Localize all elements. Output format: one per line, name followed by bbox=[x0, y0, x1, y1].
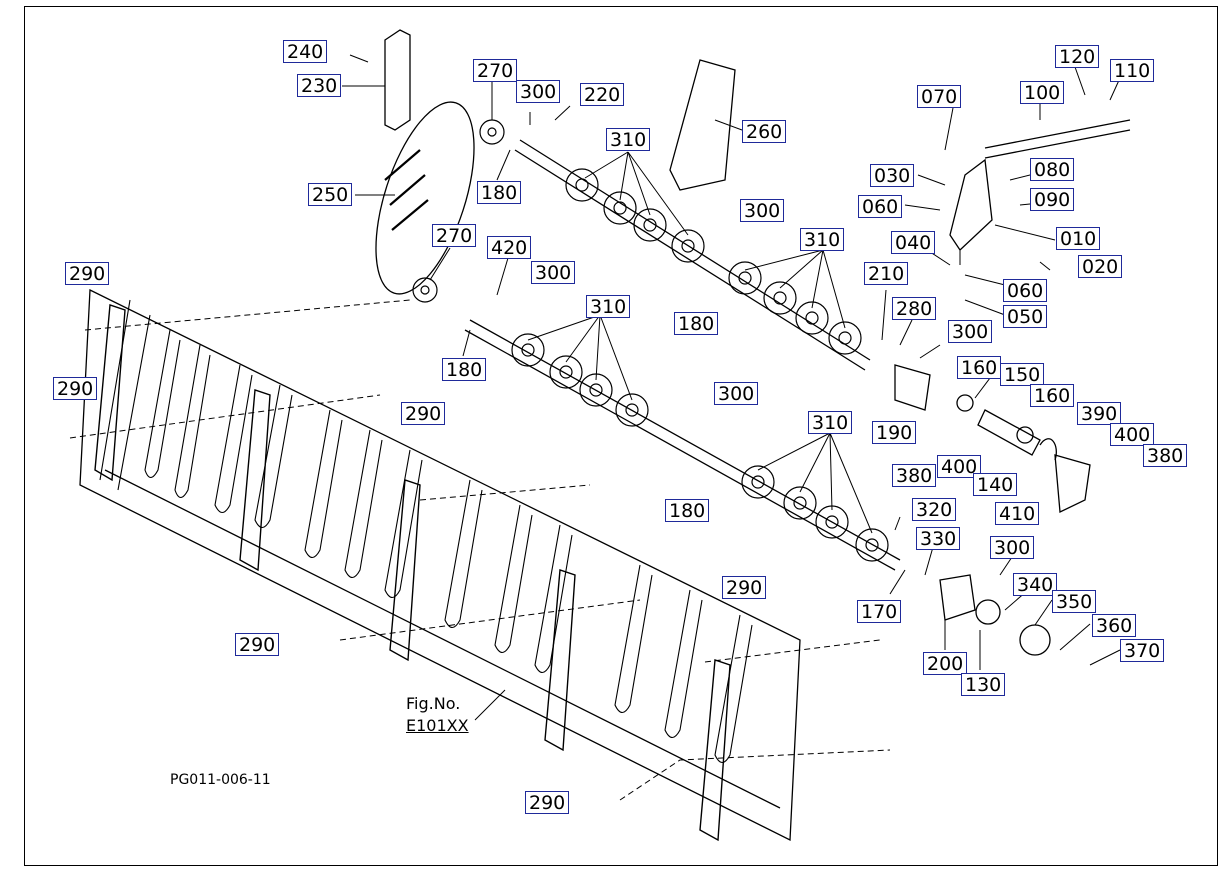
callout-200[interactable]: 200 bbox=[923, 652, 968, 675]
callout-330[interactable]: 330 bbox=[916, 527, 961, 550]
callout-180[interactable]: 180 bbox=[665, 499, 710, 522]
callout-150[interactable]: 150 bbox=[1000, 363, 1045, 386]
callout-020[interactable]: 020 bbox=[1078, 255, 1123, 278]
callout-070[interactable]: 070 bbox=[917, 85, 962, 108]
callout-380[interactable]: 380 bbox=[892, 464, 937, 487]
callout-290[interactable]: 290 bbox=[53, 377, 98, 400]
callout-130[interactable]: 130 bbox=[961, 673, 1006, 696]
callout-040[interactable]: 040 bbox=[891, 231, 936, 254]
spring-390 bbox=[1039, 438, 1057, 461]
callout-310[interactable]: 310 bbox=[586, 295, 631, 318]
callout-340[interactable]: 340 bbox=[1013, 573, 1058, 596]
callout-240[interactable]: 240 bbox=[283, 40, 328, 63]
callout-280[interactable]: 280 bbox=[892, 297, 937, 320]
callout-290[interactable]: 290 bbox=[722, 576, 767, 599]
callout-140[interactable]: 140 bbox=[973, 473, 1018, 496]
chain-loop bbox=[375, 101, 475, 295]
callout-310[interactable]: 310 bbox=[800, 228, 845, 251]
callout-300[interactable]: 300 bbox=[948, 320, 993, 343]
callout-260[interactable]: 260 bbox=[742, 120, 787, 143]
lower-shaft bbox=[464, 319, 901, 571]
bracket-230 bbox=[384, 29, 411, 131]
callout-410[interactable]: 410 bbox=[995, 502, 1040, 525]
arm-010 bbox=[949, 158, 993, 251]
callout-290[interactable]: 290 bbox=[525, 791, 570, 814]
callout-180[interactable]: 180 bbox=[442, 358, 487, 381]
callout-290[interactable]: 290 bbox=[235, 633, 280, 656]
callout-110[interactable]: 110 bbox=[1110, 59, 1155, 82]
callout-360[interactable]: 360 bbox=[1092, 614, 1137, 637]
callout-290[interactable]: 290 bbox=[401, 402, 446, 425]
guide-plate-outline bbox=[79, 288, 801, 842]
plate-200 bbox=[939, 574, 976, 621]
callout-300[interactable]: 300 bbox=[740, 199, 785, 222]
callout-300[interactable]: 300 bbox=[531, 261, 576, 284]
callout-180[interactable]: 180 bbox=[674, 312, 719, 335]
lever-100 bbox=[984, 119, 1131, 159]
figure-number-label: Fig.No. bbox=[406, 694, 461, 713]
callout-230[interactable]: 230 bbox=[297, 74, 342, 97]
callout-120[interactable]: 120 bbox=[1055, 45, 1100, 68]
callout-290[interactable]: 290 bbox=[65, 262, 110, 285]
gear-350 bbox=[1019, 624, 1051, 656]
callout-420[interactable]: 420 bbox=[487, 236, 532, 259]
callout-390[interactable]: 390 bbox=[1077, 402, 1122, 425]
callout-030[interactable]: 030 bbox=[870, 164, 915, 187]
tube-140 bbox=[977, 409, 1041, 456]
callout-300[interactable]: 300 bbox=[516, 80, 561, 103]
callout-100[interactable]: 100 bbox=[1020, 81, 1065, 104]
callout-220[interactable]: 220 bbox=[580, 83, 625, 106]
callout-090[interactable]: 090 bbox=[1030, 188, 1075, 211]
chain bbox=[384, 149, 429, 231]
washer-160 bbox=[956, 394, 974, 412]
plate-190 bbox=[894, 364, 931, 411]
guide-plate-ribs bbox=[94, 304, 731, 842]
callout-400[interactable]: 400 bbox=[937, 455, 982, 478]
callout-170[interactable]: 170 bbox=[857, 600, 902, 623]
page-code: PG011-006-11 bbox=[170, 772, 271, 788]
callout-060[interactable]: 060 bbox=[858, 195, 903, 218]
callout-320[interactable]: 320 bbox=[912, 498, 957, 521]
figure-number-code: E101XX bbox=[406, 716, 469, 735]
leader-lines bbox=[69, 54, 1121, 801]
callout-160[interactable]: 160 bbox=[1030, 384, 1075, 407]
callout-380[interactable]: 380 bbox=[1143, 444, 1188, 467]
callout-250[interactable]: 250 bbox=[308, 183, 353, 206]
callout-180[interactable]: 180 bbox=[477, 181, 522, 204]
callout-310[interactable]: 310 bbox=[606, 128, 651, 151]
callout-010[interactable]: 010 bbox=[1056, 227, 1101, 250]
sprocket-340 bbox=[975, 599, 1001, 625]
callout-300[interactable]: 300 bbox=[990, 536, 1035, 559]
callout-270[interactable]: 270 bbox=[473, 59, 518, 82]
callout-400[interactable]: 400 bbox=[1110, 423, 1155, 446]
callout-080[interactable]: 080 bbox=[1030, 158, 1075, 181]
callout-300[interactable]: 300 bbox=[714, 382, 759, 405]
cover-260 bbox=[669, 59, 736, 191]
callout-190[interactable]: 190 bbox=[872, 421, 917, 444]
callout-060[interactable]: 060 bbox=[1003, 279, 1048, 302]
callout-210[interactable]: 210 bbox=[864, 262, 909, 285]
sprocket-group bbox=[412, 119, 889, 562]
callout-350[interactable]: 350 bbox=[1052, 590, 1097, 613]
guide-plate-edge bbox=[104, 469, 781, 809]
callout-160[interactable]: 160 bbox=[957, 356, 1002, 379]
callout-050[interactable]: 050 bbox=[1003, 305, 1048, 328]
arm-410 bbox=[1054, 454, 1091, 513]
drawing-frame bbox=[24, 6, 1218, 866]
callout-370[interactable]: 370 bbox=[1120, 639, 1165, 662]
callout-270[interactable]: 270 bbox=[432, 224, 477, 247]
washer-160b bbox=[1016, 426, 1034, 444]
callout-310[interactable]: 310 bbox=[808, 411, 853, 434]
guide-plate-slots bbox=[99, 299, 753, 764]
